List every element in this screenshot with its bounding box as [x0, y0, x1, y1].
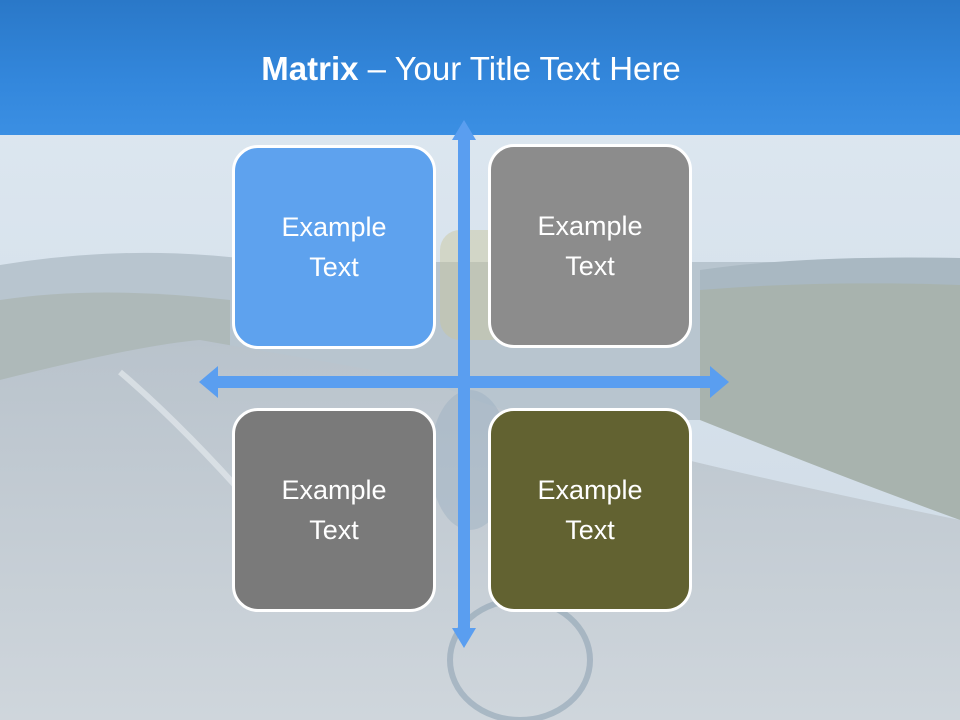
quadrant-top-right[interactable]: Example Text: [488, 144, 692, 348]
arrow-right-icon: [710, 366, 729, 398]
horizontal-axis: [216, 376, 712, 388]
quadrant-text-line2: Text: [309, 515, 359, 545]
quadrant-text-line1: Example: [281, 475, 387, 505]
quadrant-text-line2: Text: [309, 252, 359, 282]
arrow-down-icon: [452, 628, 476, 648]
quadrant-bottom-left[interactable]: Example Text: [232, 408, 436, 612]
title-bold-part: Matrix: [261, 50, 359, 87]
slide-title[interactable]: Matrix – Your Title Text Here: [0, 50, 942, 88]
quadrant-text-line1: Example: [537, 211, 643, 241]
quadrant-top-left[interactable]: Example Text: [232, 145, 436, 349]
arrow-up-icon: [452, 120, 476, 140]
quadrant-bottom-right[interactable]: Example Text: [488, 408, 692, 612]
arrow-left-icon: [199, 366, 218, 398]
quadrant-text-line1: Example: [281, 212, 387, 242]
quadrant-text-line2: Text: [565, 251, 615, 281]
quadrant-text-line2: Text: [565, 515, 615, 545]
title-rest-part: – Your Title Text Here: [358, 50, 681, 87]
quadrant-text-line1: Example: [537, 475, 643, 505]
title-band: [0, 0, 960, 135]
